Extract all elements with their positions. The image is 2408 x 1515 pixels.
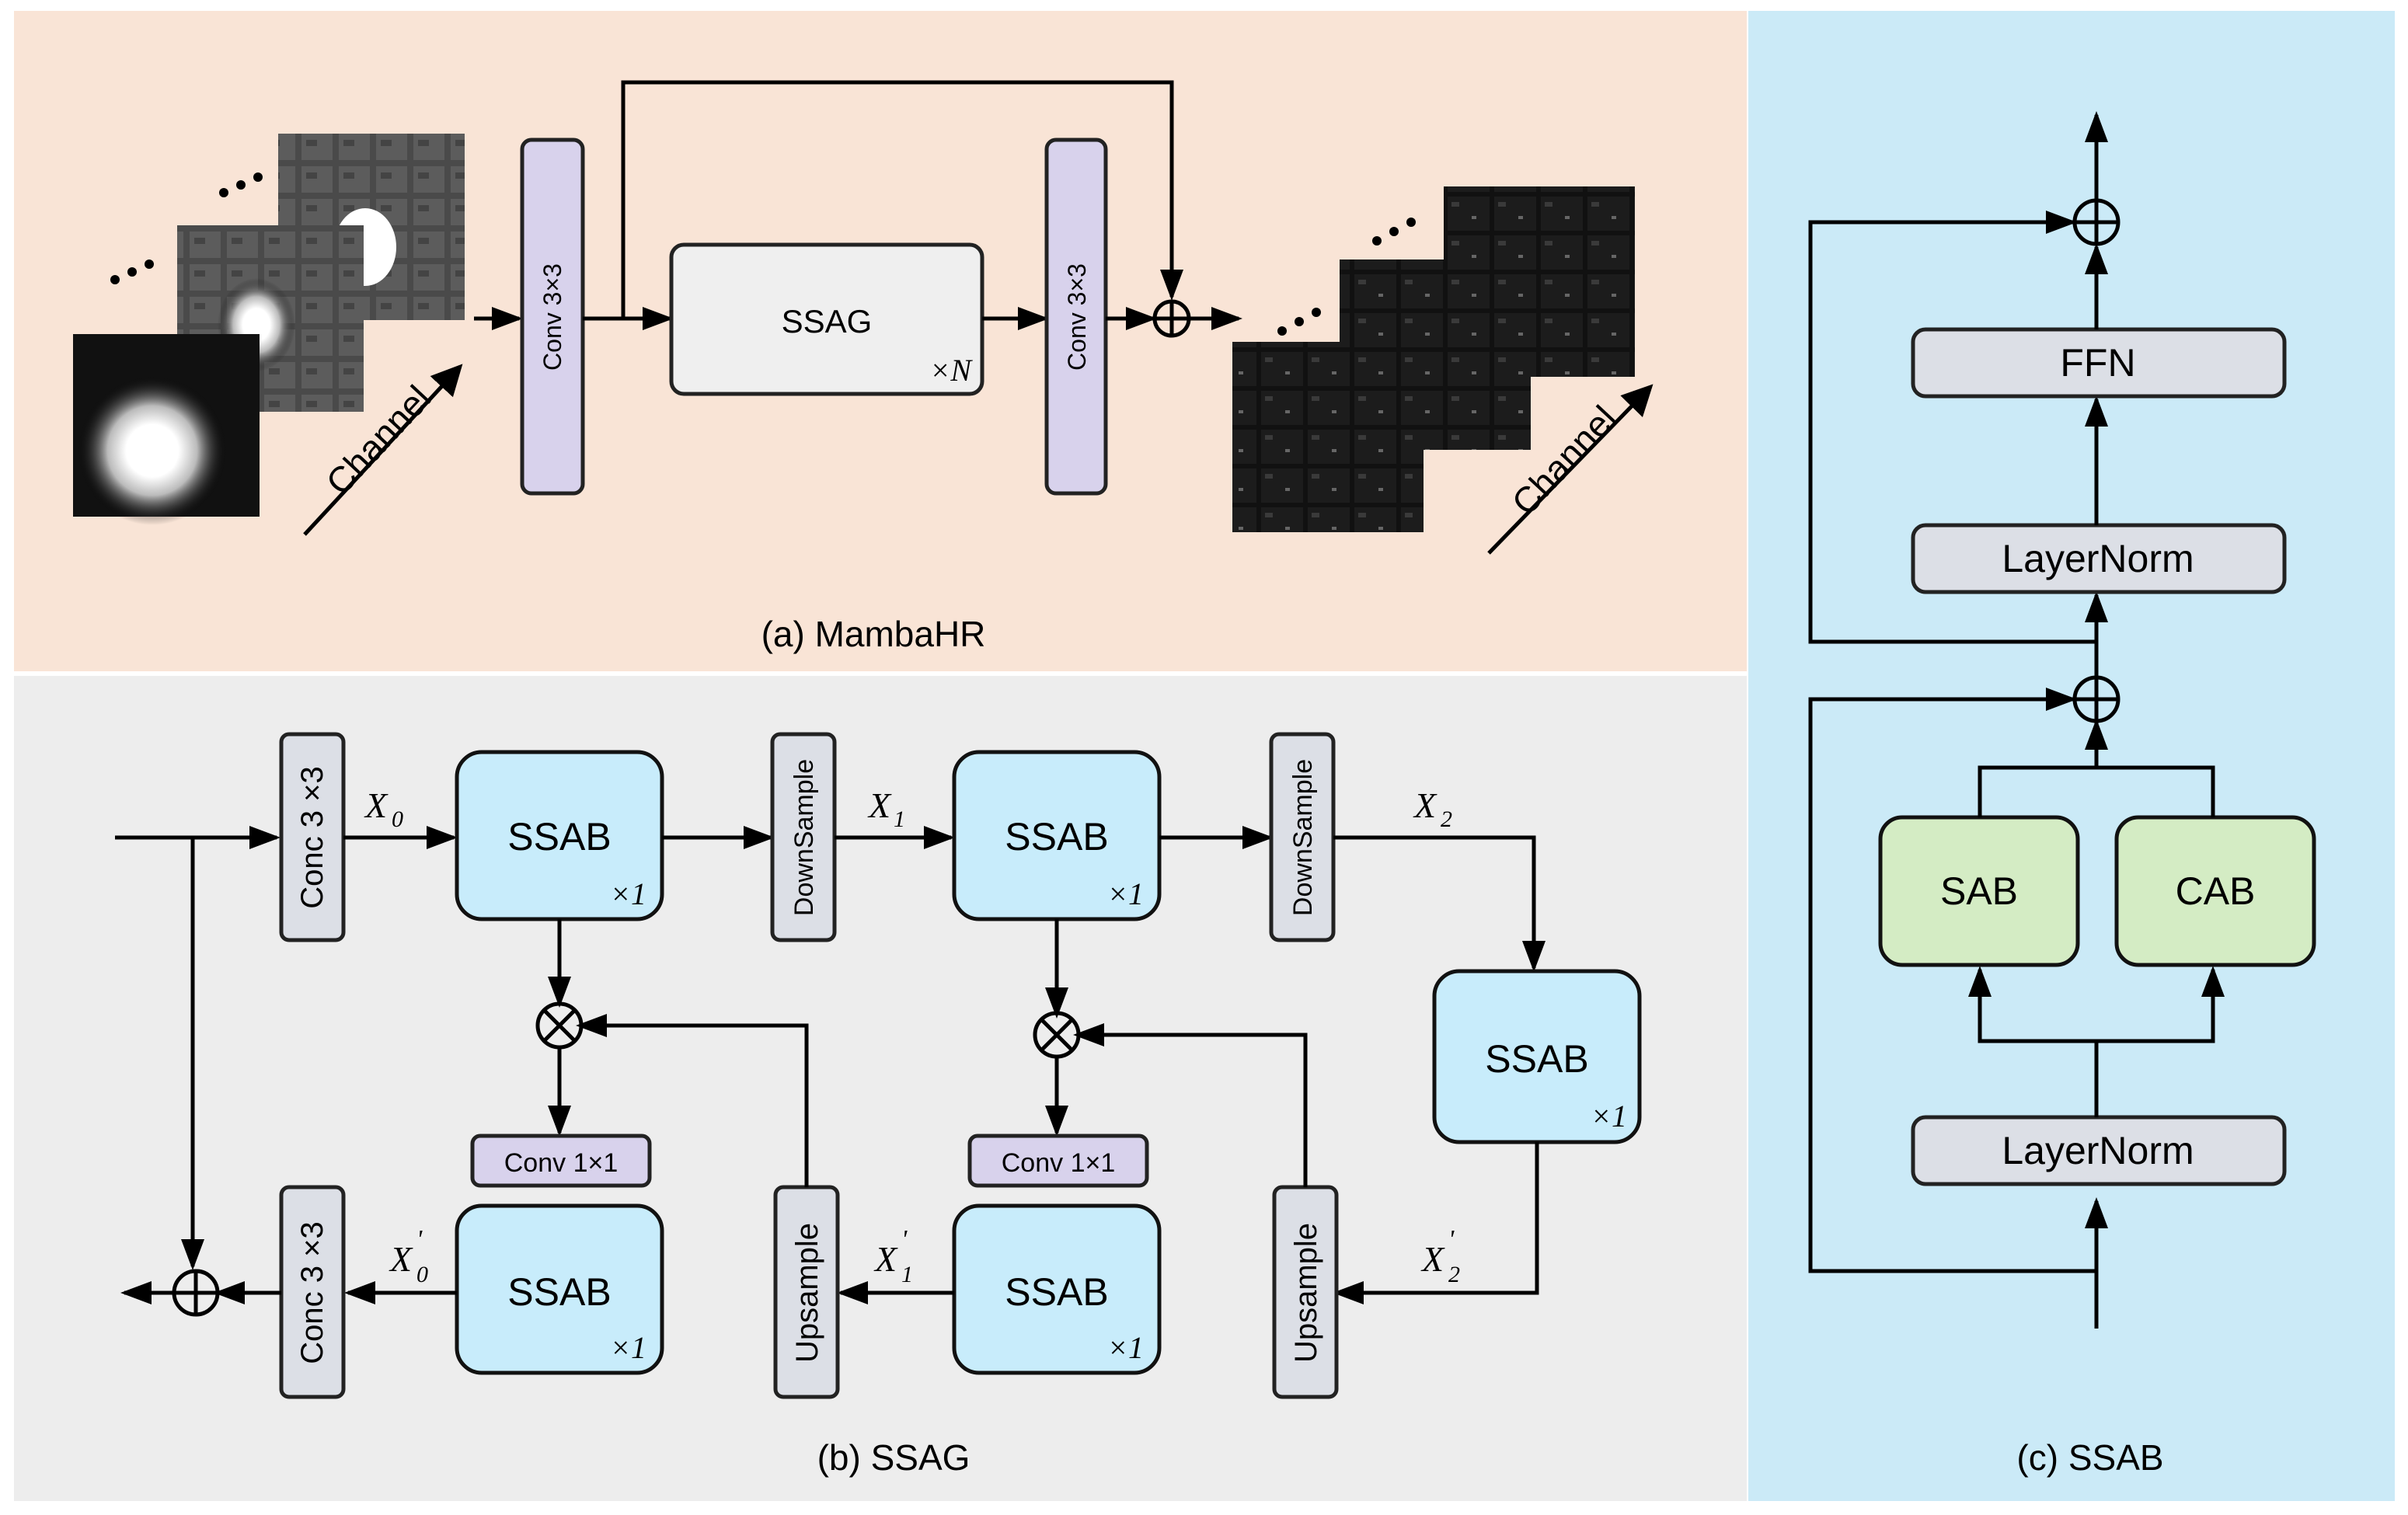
- ffn-box: [1911, 327, 2287, 399]
- label-x0p-sub: 0: [416, 1262, 428, 1287]
- ssab-label-2: SSAB: [1005, 815, 1108, 858]
- label-x0p-prime: ': [416, 1225, 423, 1254]
- caption-c: (c) SSAB: [2016, 1437, 2163, 1478]
- multiply-icon-2-b: [1040, 1018, 1074, 1052]
- output-image-stack: [1232, 186, 1635, 532]
- ffn-label: FFN: [2060, 341, 2135, 385]
- conv1x1-box-1: [470, 1134, 652, 1188]
- ssab-repeat-2: ×1: [1107, 876, 1144, 911]
- ssab-repeat-1: ×1: [610, 876, 646, 911]
- label-x0-sub: 0: [392, 806, 403, 832]
- channel-arrow-in: [303, 364, 463, 536]
- layernorm-top-label: LayerNorm: [2002, 537, 2194, 580]
- input-image-stack: [73, 134, 465, 525]
- cab-label: CAB: [2176, 869, 2256, 913]
- label-x0p: X: [389, 1239, 413, 1279]
- output-image-1: [1232, 342, 1424, 532]
- ellipsis-dot: [1312, 308, 1321, 317]
- panel-c-background: [1748, 11, 2395, 1501]
- ellipsis-dot: [110, 275, 120, 284]
- ellipsis-dot: [1389, 227, 1399, 236]
- ssab-label-4: SSAB: [1005, 1270, 1108, 1314]
- ellipsis-dot: [236, 180, 246, 190]
- label-x2p-prime: ': [1448, 1225, 1455, 1254]
- caption-b: (b) SSAG: [817, 1437, 971, 1478]
- label-x1-sub: 1: [894, 806, 905, 832]
- ssab-repeat-4: ×1: [1107, 1330, 1144, 1365]
- cab-box: [2114, 815, 2316, 967]
- label-x2: X: [1413, 785, 1437, 825]
- arrow-x2-prime: [1333, 1142, 1539, 1304]
- channel-arrow-out: [1487, 384, 1654, 555]
- downsample-label-2: DownSample: [1288, 759, 1318, 916]
- split-to-sab: [1968, 966, 2096, 1043]
- ellipsis-dot: [145, 259, 154, 269]
- conv1x1-label-1: Conv 1×1: [504, 1148, 619, 1178]
- ssab-skip-2: [1808, 211, 2096, 644]
- label-x1p-sub: 1: [901, 1262, 913, 1287]
- label-x1: X: [867, 785, 892, 825]
- conv1x1-box-2: [967, 1134, 1149, 1188]
- ellipsis-dot: [127, 267, 137, 277]
- caption-a: (a) MambaHR: [761, 614, 986, 654]
- ellipsis-dot: [1406, 218, 1416, 227]
- arrow-x2: [1333, 835, 1546, 972]
- upsample-1-to-mult: [576, 1014, 809, 1187]
- label-x2-sub: 2: [1441, 806, 1452, 832]
- conv-first-label: Conv 3×3: [538, 263, 566, 371]
- multiply-icon-1-b: [542, 1008, 577, 1043]
- ellipsis-dot: [1372, 236, 1382, 246]
- label-x2p: X: [1420, 1239, 1445, 1279]
- ssab-skip-1: [1808, 688, 2096, 1273]
- ssab-label-3: SSAB: [1485, 1037, 1588, 1081]
- ssab-label-5: SSAB: [507, 1270, 611, 1314]
- layernorm-bottom-label: LayerNorm: [2002, 1129, 2194, 1172]
- ssab-box-5: [455, 1203, 664, 1375]
- label-x1p-prime: ': [901, 1225, 908, 1254]
- conv-last-label: Conv 3×3: [1063, 263, 1091, 371]
- sab-label: SAB: [1940, 869, 2018, 913]
- conc-bottom-label: Conc 3 ×3: [295, 1221, 329, 1364]
- ellipsis-dot: [1277, 326, 1287, 336]
- upsample-label-1: Upsample: [790, 1223, 824, 1363]
- split-to-cab: [2096, 966, 2225, 1043]
- conv1x1-label-2: Conv 1×1: [1002, 1148, 1116, 1178]
- ellipsis-dot: [253, 172, 263, 182]
- label-x1p: X: [873, 1239, 898, 1279]
- ssab-box-4: [952, 1203, 1162, 1375]
- input-glow-1: [78, 376, 227, 525]
- ssag-label: SSAG: [782, 303, 873, 340]
- layernorm-bottom-box: [1911, 1115, 2287, 1186]
- ssag-repeat-label: ×N: [929, 353, 973, 388]
- ssab-label-1: SSAB: [507, 815, 611, 858]
- ssab-repeat-5: ×1: [610, 1330, 646, 1365]
- ellipsis-dot: [1295, 317, 1304, 326]
- ssab-repeat-3: ×1: [1591, 1099, 1627, 1134]
- layernorm-top-box: [1911, 523, 2287, 594]
- skip-connection-a: [621, 80, 1183, 319]
- label-x0: X: [364, 785, 389, 825]
- upsample-label-2: Upsample: [1289, 1223, 1323, 1363]
- label-x2p-sub: 2: [1448, 1262, 1460, 1287]
- downsample-label-1: DownSample: [789, 759, 819, 916]
- conc-top-label: Conc 3 ×3: [295, 766, 329, 908]
- upsample-2-to-mult: [1073, 1023, 1308, 1187]
- ellipsis-dot: [219, 188, 228, 197]
